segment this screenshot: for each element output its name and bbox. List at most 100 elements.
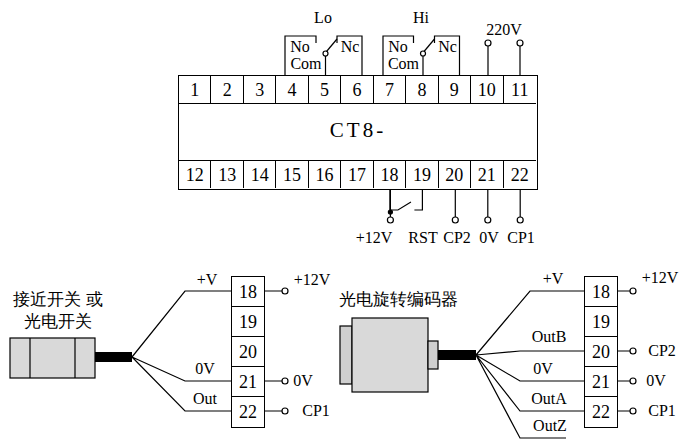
terminal-number: 19: [592, 313, 610, 331]
terminal-dot: [630, 378, 636, 384]
terminal-cell: 13: [211, 160, 243, 188]
signal-label: CP2: [443, 229, 471, 247]
terminal-cell: 21: [231, 366, 265, 398]
bottom-terminals: [387, 190, 523, 223]
terminal-cell: 7: [374, 76, 406, 104]
terminal-cell: 20: [584, 336, 618, 368]
signal-label: OutB: [532, 328, 567, 346]
terminal-cell: 19: [231, 306, 265, 338]
terminal-cell: 12: [179, 160, 211, 188]
signal-label: 0V: [293, 372, 313, 390]
wire: [630, 288, 636, 414]
terminal-cell: 18: [231, 276, 265, 308]
terminal-number: 18: [380, 166, 398, 184]
terminal-cell: 3: [244, 76, 276, 104]
output-wires: [617, 291, 630, 411]
signal-label: CP1: [648, 402, 676, 420]
terminal-number: 22: [239, 403, 257, 421]
terminal-dot: [630, 408, 636, 414]
terminal-number: 18: [239, 283, 257, 301]
terminal-cell: 5: [309, 76, 341, 104]
terminal-number: 20: [592, 343, 610, 361]
signal-label: +12V: [294, 271, 331, 289]
terminal-cell: 22: [231, 396, 265, 428]
terminal-number: 21: [478, 166, 496, 184]
terminal-number: 22: [511, 166, 529, 184]
terminal-number: 11: [511, 81, 528, 99]
terminal-cell: 21: [584, 366, 618, 398]
terminal-dot: [517, 217, 523, 223]
terminal-number: 2: [223, 81, 232, 99]
terminal-cell: 18: [584, 276, 618, 308]
terminal-dot: [282, 408, 288, 414]
terminal-cell: 16: [309, 160, 341, 188]
signal-label: 0V: [479, 229, 499, 247]
terminal-number: 5: [320, 81, 329, 99]
signal-label: Nc: [438, 38, 457, 56]
terminal-number: 21: [239, 373, 257, 391]
terminal-number: 9: [450, 81, 459, 99]
signal-label: 220V: [486, 21, 522, 39]
signal-label: Lo: [314, 9, 332, 27]
terminal-number: 12: [186, 166, 204, 184]
nc-wire: [337, 36, 362, 75]
signal-label: 0V: [533, 360, 553, 378]
terminal-number: 4: [288, 81, 297, 99]
encoder-flange: [340, 326, 352, 384]
rotary-encoder: [340, 288, 636, 438]
encoder-wires: [476, 291, 585, 438]
signal-label: +12V: [356, 229, 393, 247]
terminal-number: 3: [255, 81, 264, 99]
terminal-dot: [485, 40, 491, 46]
relay-lo: [285, 36, 362, 75]
terminal-cell: 8: [406, 76, 438, 104]
terminal-number: 20: [239, 343, 257, 361]
wire: [282, 288, 288, 414]
signal-label: +12V: [642, 269, 679, 287]
terminal-number: 19: [413, 166, 431, 184]
power-wire: [488, 46, 520, 75]
terminal-cell: 20: [231, 336, 265, 368]
terminal-dot: [387, 217, 393, 223]
com-wire: [422, 56, 423, 75]
relay-hi: [383, 36, 460, 75]
encoder-body: [352, 318, 428, 392]
terminal-cell: 18: [374, 160, 406, 188]
terminal-number: 10: [478, 81, 496, 99]
signal-label: Nc: [341, 38, 360, 56]
terminal-number: 15: [283, 166, 301, 184]
output-wires: [265, 291, 282, 411]
signal-label: 0V: [646, 372, 666, 390]
terminal-cell: 1: [179, 76, 211, 104]
sensor-segment: [30, 338, 75, 378]
terminal-cell: 22: [504, 160, 536, 188]
terminal-dot: [630, 288, 636, 294]
terminal-cell: 20: [439, 160, 471, 188]
signal-label: Com: [290, 55, 321, 73]
terminal-number: 7: [385, 81, 394, 99]
terminal-number: 6: [352, 81, 361, 99]
terminal-dot: [452, 217, 458, 223]
terminal-number: 13: [218, 166, 236, 184]
nc-wire: [435, 36, 460, 75]
terminal-cell: 9: [439, 76, 471, 104]
terminal-number: 19: [239, 313, 257, 331]
terminal-cell: 19: [406, 160, 438, 188]
signal-wire: [390, 190, 520, 217]
terminal-number: 22: [592, 403, 610, 421]
terminal-cell: 4: [276, 76, 308, 104]
signal-label: CP2: [648, 342, 676, 360]
signal-label: CP1: [302, 402, 330, 420]
terminal-dot: [630, 348, 636, 354]
model-label: CT8-: [179, 120, 537, 141]
reset-switch-wire: [390, 188, 422, 210]
terminal-cell: 11: [504, 76, 536, 104]
encoder-cable: [438, 350, 476, 360]
terminal-number: 1: [190, 81, 199, 99]
terminal-cell: 14: [244, 160, 276, 188]
terminal-dot: [282, 288, 288, 294]
terminal-cell: 10: [471, 76, 503, 104]
terminal-number: 14: [251, 166, 269, 184]
com-pivot: [323, 51, 328, 56]
terminal-number: 18: [592, 283, 610, 301]
